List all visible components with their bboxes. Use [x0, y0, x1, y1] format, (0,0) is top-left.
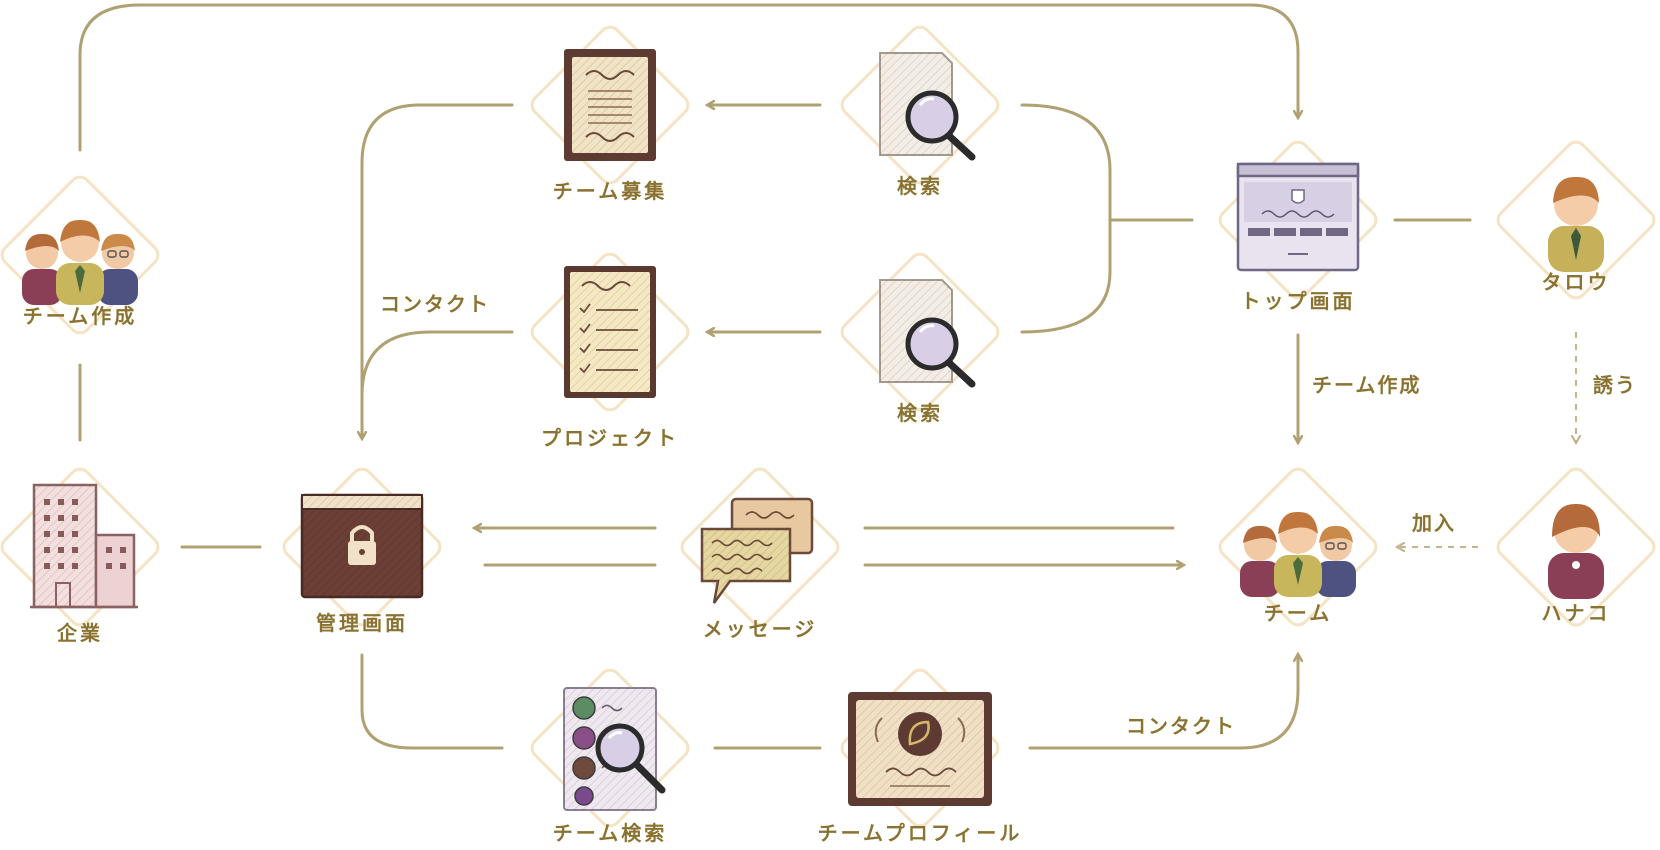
document-magnifier-icon	[879, 52, 976, 161]
edge-search-bracket	[1020, 103, 1112, 334]
person-icon	[1548, 176, 1604, 272]
people-group-icon	[1240, 511, 1356, 597]
node-label-team-create: チーム作成	[23, 304, 137, 328]
checklist-icon	[564, 266, 656, 398]
node-top-screen[interactable]: トップ画面	[1236, 162, 1360, 313]
edge-project-admin	[360, 330, 514, 397]
member-list-search-icon	[563, 687, 666, 811]
edge-admin-teamsearch	[360, 653, 504, 750]
node-label-admin: 管理画面	[316, 611, 408, 635]
edge-label-team-create: チーム作成	[1312, 373, 1421, 397]
edge-teamcreate-to-top	[78, 3, 1298, 152]
node-label-search-bottom: 検索	[897, 401, 943, 425]
node-hanako[interactable]: ハナコ	[1542, 503, 1611, 625]
node-admin[interactable]: 管理画面	[300, 493, 424, 635]
node-label-project: プロジェクト	[541, 426, 679, 450]
node-company[interactable]: 企業	[30, 483, 138, 645]
edge-profile-team	[1028, 655, 1298, 750]
node-search-bottom[interactable]: 検索	[879, 279, 976, 425]
speech-bubbles-icon	[700, 497, 814, 604]
edge-recruit-admin	[362, 103, 514, 438]
node-label-top-screen: トップ画面	[1241, 289, 1356, 313]
edge-label-join: 加入	[1411, 511, 1456, 535]
node-message[interactable]: メッセージ	[700, 497, 818, 641]
node-team-profile[interactable]: チームプロフィール	[818, 692, 1023, 845]
people-group-icon	[22, 219, 138, 305]
node-label-team-profile: チームプロフィール	[818, 821, 1023, 845]
node-label-hanako: ハナコ	[1542, 601, 1611, 625]
node-label-team-search: チーム検索	[553, 821, 667, 845]
node-team-create[interactable]: チーム作成	[22, 219, 138, 328]
node-taro[interactable]: タロウ	[1542, 176, 1611, 294]
edge-labels: コンタクト チーム作成 誘う 加入 コンタクト	[380, 292, 1637, 738]
person-icon	[1548, 503, 1604, 599]
node-label-message: メッセージ	[703, 617, 818, 641]
notice-board-icon	[564, 49, 656, 161]
diamond-frames	[0, 25, 1656, 828]
connectors	[78, 3, 1576, 750]
document-magnifier-icon	[879, 279, 976, 388]
node-search-top[interactable]: 検索	[879, 52, 976, 198]
edge-label-contact-top: コンタクト	[380, 292, 490, 316]
node-label-taro: タロウ	[1542, 270, 1611, 294]
node-label-company: 企業	[56, 621, 103, 645]
node-label-team: チーム	[1264, 601, 1332, 625]
node-team-search[interactable]: チーム検索	[553, 687, 667, 845]
profile-card-icon	[848, 692, 992, 806]
building-icon	[30, 483, 138, 609]
node-label-recruit: チーム募集	[553, 179, 667, 203]
node-label-search-top: 検索	[897, 174, 943, 198]
node-recruit[interactable]: チーム募集	[553, 49, 667, 203]
web-window-icon	[1236, 162, 1360, 272]
edge-label-contact-bottom: コンタクト	[1126, 714, 1236, 738]
node-team[interactable]: チーム	[1240, 511, 1356, 625]
locked-window-icon	[300, 493, 424, 599]
edge-label-invite: 誘う	[1593, 373, 1637, 397]
node-project[interactable]: プロジェクト	[541, 266, 679, 450]
